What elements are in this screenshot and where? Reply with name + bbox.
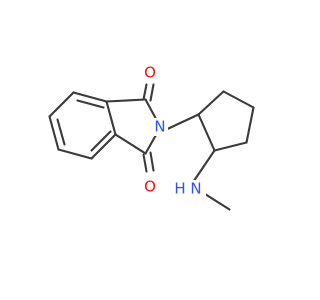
molecule-structure: O N O H N bbox=[48, 64, 255, 211]
aromatic-inner-bond-1 bbox=[76, 99, 105, 109]
carbonyl-top-bond-b bbox=[149, 83, 155, 102]
cyclopentyl-methylamine-group bbox=[167, 90, 255, 211]
oxygen-top-label: O bbox=[144, 64, 156, 82]
bond-c3a-c4 bbox=[72, 91, 108, 103]
nitrogen-imide-label-background bbox=[152, 118, 168, 136]
bond-n-cyclopentyl bbox=[167, 113, 200, 130]
aromatic-inner-bond-2 bbox=[56, 118, 66, 146]
oxygen-top-label-background bbox=[142, 64, 158, 82]
bond-c4-c5 bbox=[48, 91, 75, 118]
aromatic-inner-bond-3 bbox=[90, 130, 112, 152]
bond-c6-c7 bbox=[57, 148, 93, 160]
carbonyl-top-bond-a bbox=[142, 83, 148, 101]
oxygen-bottom-label: O bbox=[144, 178, 156, 196]
bond-cyclopentane-3 bbox=[245, 106, 255, 144]
bond-c2-c7a bbox=[114, 133, 147, 155]
nitrogen-imide-label: N bbox=[154, 118, 165, 136]
bond-cyclopentane-amine bbox=[192, 149, 216, 183]
benzene-ring bbox=[48, 91, 117, 160]
oxygen-bottom-label-background bbox=[142, 178, 158, 196]
carbonyl-bottom-bond-b bbox=[149, 151, 155, 172]
bond-c3a-c1 bbox=[105, 98, 147, 103]
bond-cyclopentane-5 bbox=[197, 113, 216, 152]
amine-nitrogen-label: N bbox=[190, 180, 201, 198]
bond-c5-c6 bbox=[48, 115, 60, 151]
bond-c7a-c3a bbox=[105, 100, 117, 136]
amine-hydrogen-label: H bbox=[174, 180, 185, 198]
bond-cyclopentane-1 bbox=[197, 90, 225, 116]
carbonyl-bottom-bond-a bbox=[142, 153, 148, 173]
bond-c7-c7a bbox=[90, 133, 117, 160]
atom-labels: O N O H N bbox=[142, 64, 206, 198]
carbonyl-groups bbox=[142, 83, 155, 173]
amine-label-background bbox=[171, 180, 206, 198]
bond-cyclopentane-2 bbox=[222, 90, 255, 109]
bond-cyclopentane-4 bbox=[213, 141, 248, 152]
